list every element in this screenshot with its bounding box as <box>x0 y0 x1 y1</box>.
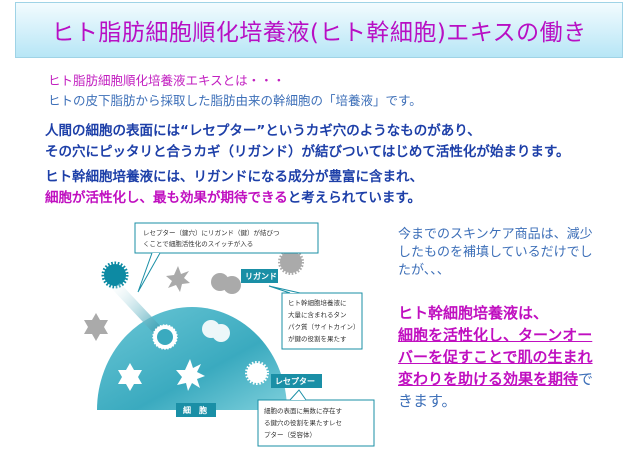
ligand-label-bg <box>241 269 278 283</box>
ligand-label: リガンド <box>245 271 277 281</box>
gray-star-ligand <box>166 266 190 292</box>
ligand-desc-3: パク質（サイトカイン） <box>288 322 360 331</box>
arrow-beam <box>112 283 166 340</box>
para2-line1: ヒト幹細胞培養液には、リガンドになる成分が豊富に含まれ、 <box>45 169 424 185</box>
page-title: ヒト脂肪細胞順化培養液(ヒト幹細胞)エキスの働き <box>51 20 587 46</box>
para1-line2: その穴にピッタリと合うカギ（リガンド）が結びついてはじめて活性化が始まります。 <box>45 144 570 160</box>
ligand-desc-2: 大量に含まれるタン <box>288 310 347 319</box>
cell-dome <box>97 307 287 410</box>
title-banner: ヒト脂肪細胞順化培養液(ヒト幹細胞)エキスの働き <box>15 2 623 58</box>
receptor-desc-1: 細胞の表面に無数に存在す <box>264 406 343 415</box>
teal-ligand <box>101 261 129 289</box>
side-highlight: ヒト幹細胞培養液は、 細胞を活性化し、ターンオーバーを促すことで肌の生まれ変わり… <box>398 302 598 412</box>
side-highlight-underlined: 細胞を活性化し、ターンオーバーを促すことで肌の生まれ変わりを助ける効果を期待 <box>398 326 593 388</box>
ligand-desc-4: が鍵の役割を果たす <box>288 334 347 343</box>
para1-line1: 人間の細胞の表面には“レセプター”というカギ穴のようなものがあり、 <box>45 123 481 139</box>
receptor-label: レセプター <box>275 376 315 386</box>
cell-label-bg <box>176 403 216 417</box>
white-sun-receptor <box>245 361 269 385</box>
side-highlight-head: ヒト幹細胞培養液は、 <box>398 304 549 322</box>
cell-label: 細 胞 <box>183 405 207 415</box>
intro-heading: ヒト脂肪細胞順化培養液エキスとは・・・ <box>48 73 286 88</box>
receptor-desc-3: プター（受容体） <box>264 430 316 439</box>
callout-top-line2: くことで細胞活性化のスイッチが入る <box>143 239 253 248</box>
gray-hex-star <box>84 313 108 341</box>
receptor-desc-2: る鍵穴の役割を果たすレセ <box>264 418 342 427</box>
intro-line: ヒトの皮下脂肪から採取した脂肪由来の幹細胞の「培養液」です。 <box>48 93 422 108</box>
para2-line2: 細胞が活性化し、最も効果が期待できると考えられています。 <box>45 186 421 206</box>
para2-rest: と考えられています。 <box>287 190 421 206</box>
side-tail: できます。 <box>398 370 594 410</box>
ligand-desc-1: ヒト幹細胞培養液に <box>288 298 347 307</box>
side-text: 今までのスキンケア商品は、減少したものを補填しているだけでしたが、、、 <box>398 227 593 278</box>
callout-top-line1: レセプター（鍵穴）にリガンド（鍵）が結びつ <box>143 228 280 237</box>
gray-sun-ligand <box>278 249 304 275</box>
white-hex-star <box>118 363 142 391</box>
para2-highlight: 細胞が活性化し、最も効果が期待できる <box>45 190 288 206</box>
gray-blob-ligand <box>211 273 241 294</box>
white-blob <box>202 320 230 342</box>
receptor-label-bg <box>271 374 322 388</box>
white-star <box>176 359 205 391</box>
